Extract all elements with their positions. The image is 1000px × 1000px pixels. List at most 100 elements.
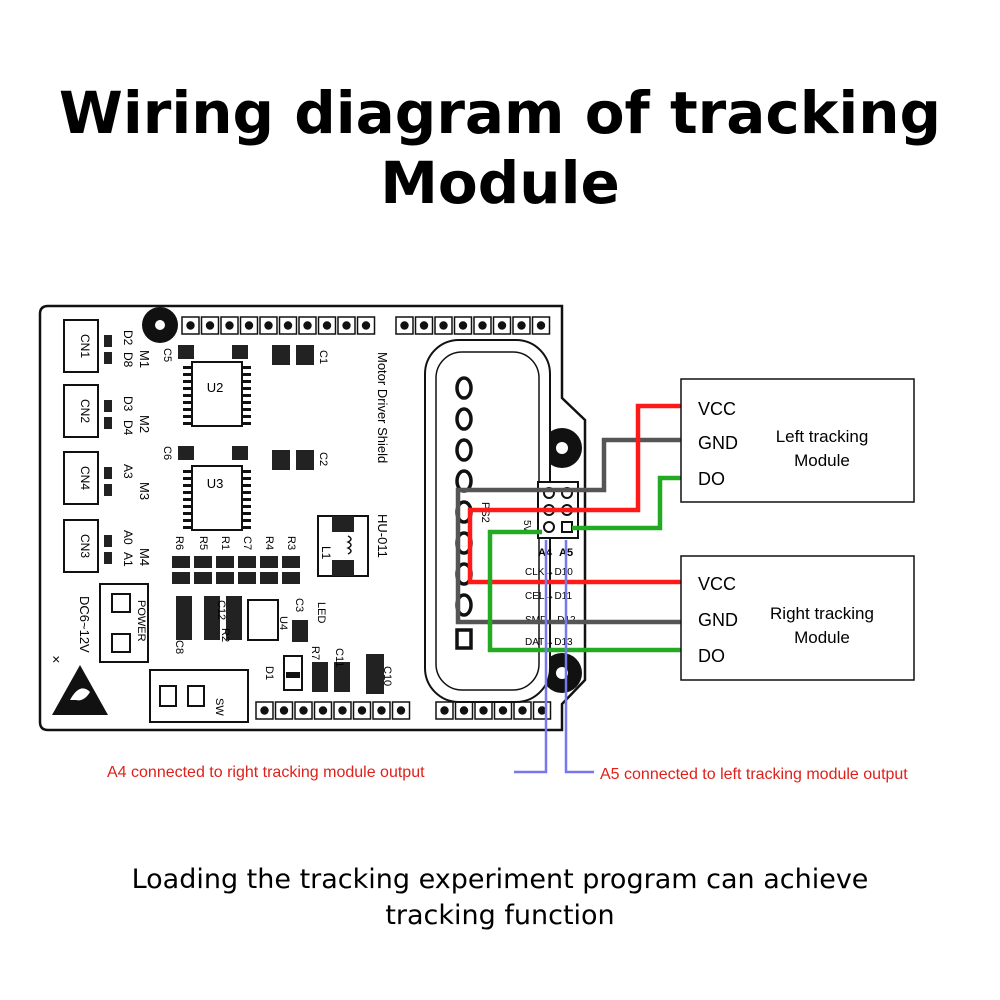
chip-pin	[242, 512, 251, 515]
power-label: POWER	[135, 600, 147, 642]
header-pin-hole	[419, 321, 429, 330]
chip-pin	[242, 422, 251, 425]
header-pin-hole	[459, 706, 469, 715]
part-label-c2: C2	[317, 452, 329, 466]
left-module-vcc: VCC	[698, 399, 736, 419]
chip-pin	[183, 366, 192, 369]
led-label: LED	[315, 602, 327, 623]
chip-pin	[183, 415, 192, 418]
title-line-1: Wiring diagram of tracking	[58, 79, 942, 147]
chip-pin	[183, 526, 192, 529]
chip-pin	[183, 470, 192, 473]
header-pin-hole	[396, 706, 406, 715]
part-label-c1: C1	[317, 350, 329, 364]
header-pin-hole	[357, 706, 367, 715]
part-label-a0: A0	[121, 530, 135, 545]
chip-u4-label: U4	[277, 616, 289, 630]
motor-port-4-label: CN3	[78, 534, 92, 558]
sensor-header-pin	[561, 521, 573, 533]
header-pin-hole	[361, 321, 371, 330]
header-pin-hole	[186, 321, 195, 330]
right-module-title-2: Module	[794, 628, 850, 647]
header-pin-hole	[517, 321, 526, 330]
motor-port-1: CN1	[63, 319, 112, 373]
power-switch: SW	[149, 669, 249, 723]
part-label-c8: C8	[173, 640, 185, 654]
header-pin-hole	[536, 321, 546, 330]
chip-pin	[242, 408, 251, 411]
title-line-2: Module	[380, 149, 620, 217]
header-pin-hole	[322, 321, 332, 330]
left-module-gnd: GND	[698, 433, 738, 453]
resistor	[282, 556, 300, 568]
motor-label-3: M3	[137, 482, 152, 500]
part-label-d4: D4	[121, 420, 135, 436]
header-pin-hole	[279, 706, 289, 715]
resistor	[216, 572, 234, 584]
ps2-pin	[455, 376, 473, 400]
chip-pin	[183, 373, 192, 376]
header-pin-hole	[537, 706, 547, 715]
header-pin-hole	[440, 706, 449, 715]
gnd-wire-left-module	[455, 437, 688, 625]
resistor	[238, 572, 256, 584]
chip-pin	[242, 470, 251, 473]
ps2-pin	[455, 407, 473, 431]
switch-label: SW	[213, 698, 225, 716]
footer-line-1: Loading the tracking experiment program …	[131, 864, 869, 895]
power-connector: POWER	[99, 583, 149, 663]
page-title: Wiring diagram of tracking Module	[0, 78, 1000, 218]
part-label-r3: R3	[285, 536, 297, 550]
chip-pin	[242, 498, 251, 501]
chip-pin	[183, 477, 192, 480]
resistor	[172, 572, 190, 584]
ps2-pin-square	[455, 628, 473, 650]
annotation-a5: A5 connected to left tracking module out…	[600, 766, 908, 783]
chip-pin	[183, 387, 192, 390]
part-label-d8: D8	[121, 352, 135, 368]
header-pin-hole	[518, 706, 527, 715]
right-module-gnd: GND	[698, 610, 738, 630]
motor-port-1-label: CN1	[78, 334, 92, 358]
ps2-label: PS2	[479, 502, 491, 523]
motor-port-3-label: CN4	[78, 466, 92, 490]
part-label-c5: C5	[161, 348, 173, 362]
chip-pin	[183, 380, 192, 383]
a5-pointer-line	[564, 540, 594, 774]
board-model: HU-011	[375, 514, 390, 558]
resistor	[260, 556, 278, 568]
chip-pin	[242, 373, 251, 376]
chip-pin	[242, 491, 251, 494]
header-pin-hole	[264, 321, 273, 330]
chip-pin	[242, 477, 251, 480]
chip-pin	[183, 491, 192, 494]
chip-pin	[242, 387, 251, 390]
bottom-pin-header-left	[255, 701, 411, 720]
resistor	[216, 556, 234, 568]
header-pin-hole	[400, 321, 409, 330]
resistor-row	[172, 556, 300, 584]
part-label-r5: R5	[197, 536, 209, 550]
header-5v-label: 5V	[521, 520, 532, 533]
resistor	[260, 572, 278, 584]
part-label-a3: A3	[121, 464, 135, 479]
part-label-c7: C7	[241, 536, 253, 550]
part-label-c11: C11	[333, 648, 345, 667]
chip-pins	[183, 366, 251, 529]
part-label-r6: R6	[173, 536, 185, 550]
chip-pin	[183, 422, 192, 425]
chip-pin	[242, 519, 251, 522]
esd-warning-symbol	[52, 665, 108, 715]
part-label-a1: A1	[121, 552, 135, 567]
chip-pin	[183, 408, 192, 411]
footer-caption: Loading the tracking experiment program …	[0, 862, 1000, 934]
dc-voltage-label: DC6~12V	[77, 596, 92, 653]
board-name: Motor Driver Shield	[375, 352, 390, 463]
motor-port-2-label: CN2	[78, 399, 92, 423]
right-tracking-module: VCC GND DO Right tracking Module	[680, 555, 915, 681]
svg-text:×: ×	[52, 651, 60, 667]
motor-label-1: M1	[137, 350, 152, 368]
motor-port-4: CN3	[63, 519, 112, 573]
chip-pin	[242, 380, 251, 383]
left-tracking-module: VCC GND DO Left tracking Module	[680, 378, 915, 503]
